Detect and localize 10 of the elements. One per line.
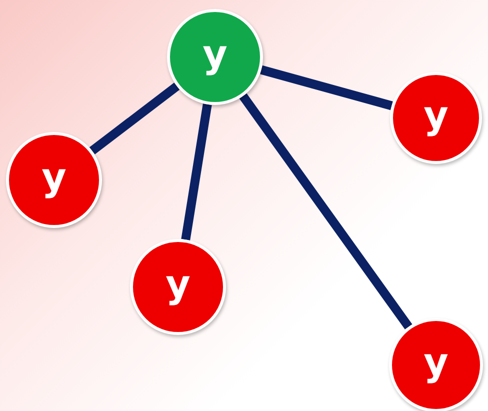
variable-label: y xyxy=(202,35,228,73)
connector-line xyxy=(239,93,412,330)
variable-label: y xyxy=(424,343,448,381)
variable-label: y xyxy=(42,158,66,196)
connector-line xyxy=(260,65,393,110)
connector-line xyxy=(89,82,180,154)
connector-line xyxy=(181,104,212,240)
variable-label: y xyxy=(166,265,190,303)
node-circle xyxy=(167,9,263,105)
variable-label: y xyxy=(424,96,448,134)
